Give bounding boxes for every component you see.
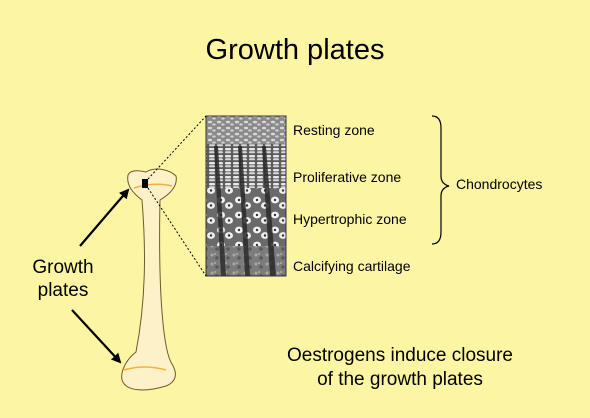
- oestrogen-note: Oestrogens induce closure of the growth …: [250, 344, 550, 392]
- oestrogen-note-line1: Oestrogens induce closure: [286, 345, 513, 366]
- chondrocytes-brace: [431, 115, 450, 245]
- growth-plates-label-line2: plates: [37, 280, 89, 301]
- label-resting-zone: Resting zone: [293, 122, 375, 138]
- growth-plates-label-line1: Growth: [32, 257, 94, 278]
- label-chondrocytes: Chondrocytes: [456, 176, 543, 192]
- label-hypertrophic-zone: Hypertrophic zone: [293, 211, 407, 227]
- sample-region-marker: [142, 179, 148, 188]
- slide-title: Growth plates: [205, 34, 385, 66]
- zoom-line-bottom: [147, 187, 207, 277]
- arrow-to-lower-plate: [71, 309, 122, 364]
- long-bone: [121, 168, 177, 391]
- zoom-line-top: [147, 115, 207, 180]
- lower-growth-plate-line: [123, 366, 167, 371]
- arrow-to-upper-plate: [79, 188, 130, 247]
- histology-micrograph: [205, 115, 287, 277]
- upper-growth-plate-line: [133, 183, 173, 189]
- growth-plates-label: Growth plates: [22, 256, 104, 302]
- label-proliferative-zone: Proliferative zone: [293, 169, 402, 185]
- oestrogen-note-line2: of the growth plates: [317, 369, 483, 390]
- label-calcifying-cartilage: Calcifying cartilage: [293, 258, 411, 274]
